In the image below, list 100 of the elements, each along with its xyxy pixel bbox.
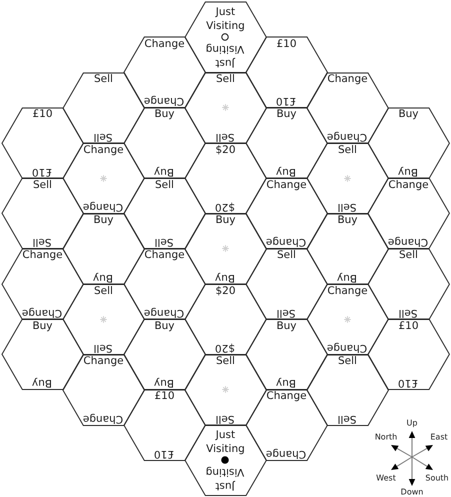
compass-label: North <box>374 432 398 442</box>
compass-label: East <box>430 432 448 442</box>
hexagon-tile <box>246 178 328 249</box>
hexagon-tile <box>306 214 388 284</box>
tile-label: Change <box>388 178 429 192</box>
tile-label: Change <box>327 284 368 298</box>
upside-down-tile-label: Just Visiting <box>206 42 245 70</box>
tile-label: Change <box>266 390 307 404</box>
tile-label: Buy <box>215 214 236 227</box>
upside-down-tile-label: Change <box>327 341 368 354</box>
upside-down-tile-label: Buy <box>154 164 175 178</box>
tile-label: Sell <box>94 284 113 298</box>
tile-label: Change <box>144 249 185 262</box>
hexagon-tile <box>368 319 450 390</box>
upside-down-tile-label: Buy <box>398 164 419 178</box>
compass-label: Up <box>406 418 418 428</box>
hexagon-tile <box>368 178 450 249</box>
tile-label: $20 <box>215 144 236 156</box>
hexagon-tile <box>124 37 206 108</box>
compass-label: South <box>425 474 449 482</box>
tile-label: Change <box>83 355 124 368</box>
upside-down-tile-label: Change <box>144 94 185 108</box>
upside-down-tile-label: Buy <box>276 376 297 390</box>
tile-label: Sell <box>94 73 113 86</box>
hexagon-tile <box>184 143 266 214</box>
hexagon-tile <box>2 108 84 178</box>
hexagon-tile <box>246 108 328 178</box>
hexagon-tile <box>2 248 84 320</box>
tile-label: £10 <box>32 108 52 122</box>
tile-label: Buy <box>276 320 297 333</box>
hexagon-tile <box>246 248 328 320</box>
hexagon-tile <box>184 214 266 284</box>
compass-label: West <box>376 474 396 482</box>
hexagon-tile <box>62 72 144 143</box>
upside-down-tile-label: £10 <box>276 94 296 108</box>
upside-down-tile-label: Sell <box>216 130 235 142</box>
hexagon-tile <box>306 284 388 354</box>
hexagon-tile <box>368 248 450 320</box>
hexagon-tile <box>124 248 206 320</box>
upside-down-tile-label: Buy <box>276 164 297 178</box>
hexagon-tile <box>62 284 144 354</box>
tile-label: Sell <box>216 73 235 86</box>
hexagon-tile <box>306 143 388 214</box>
hexagon-tile <box>2 319 84 390</box>
upside-down-tile-label: Just Visiting <box>206 464 245 492</box>
tile-label: Change <box>22 249 63 262</box>
tile-label: Just Visiting <box>206 5 245 33</box>
tile-label: Buy <box>32 320 53 333</box>
upside-down-tile-label: Sell <box>216 412 235 424</box>
hexagon-tile <box>246 390 328 460</box>
upside-down-tile-label: Sell <box>277 306 296 319</box>
hexagon-tile <box>306 72 388 143</box>
upside-down-tile-label: £10 <box>398 376 418 390</box>
tile-label: Buy <box>276 108 297 122</box>
hexagon-tile <box>62 354 144 425</box>
upside-down-tile-label: Sell <box>33 235 52 248</box>
tile-label: Change <box>266 178 307 192</box>
tile-label: Buy <box>154 108 175 122</box>
tile-label: Change <box>144 38 185 51</box>
hexagon-tile <box>246 37 328 108</box>
tile-label: Buy <box>337 214 358 227</box>
tile-label: Sell <box>338 355 357 368</box>
hexagon-tile <box>246 319 328 390</box>
hexagon-tile <box>184 2 266 72</box>
upside-down-tile-label: Change <box>266 235 307 248</box>
tile-label: £10 <box>154 390 174 404</box>
tile-label: Sell <box>155 178 174 192</box>
upside-down-tile-label: Buy <box>154 376 175 390</box>
tile-label: £10 <box>398 320 418 333</box>
upside-down-tile-label: $20 <box>215 200 236 213</box>
tile-label: Just Visiting <box>206 428 245 456</box>
compass-label: Down <box>400 488 424 496</box>
hexagon-tile <box>62 143 144 214</box>
tile-label: Change <box>83 144 124 156</box>
tile-label: Sell <box>277 249 296 262</box>
tile-label: Sell <box>33 178 52 192</box>
upside-down-tile-label: Sell <box>338 412 357 424</box>
hexagon-tile <box>184 72 266 143</box>
hexagon-tile <box>184 354 266 425</box>
upside-down-tile-label: $20 <box>215 341 236 354</box>
upside-down-tile-label: Buy <box>215 270 236 284</box>
tile-label: £10 <box>276 38 296 51</box>
hexagon-tile <box>124 390 206 460</box>
upside-down-tile-label: Change <box>266 446 307 460</box>
upside-down-tile-label: Buy <box>93 270 114 284</box>
upside-down-tile-label: £10 <box>154 446 174 460</box>
upside-down-tile-label: Change <box>144 306 185 319</box>
upside-down-tile-label: Sell <box>399 306 418 319</box>
hexagon-tile <box>184 425 266 496</box>
hexagon-tile <box>124 108 206 178</box>
tile-label: Change <box>327 73 368 86</box>
upside-down-tile-label: Change <box>83 200 124 213</box>
tile-label: Sell <box>399 249 418 262</box>
upside-down-tile-label: Sell <box>94 130 113 142</box>
upside-down-tile-label: Sell <box>338 200 357 213</box>
upside-down-tile-label: Change <box>22 306 63 319</box>
tile-label: $20 <box>215 284 236 298</box>
tile-label: Buy <box>93 214 114 227</box>
tile-label: Buy <box>154 320 175 333</box>
tile-label: Buy <box>398 108 419 122</box>
